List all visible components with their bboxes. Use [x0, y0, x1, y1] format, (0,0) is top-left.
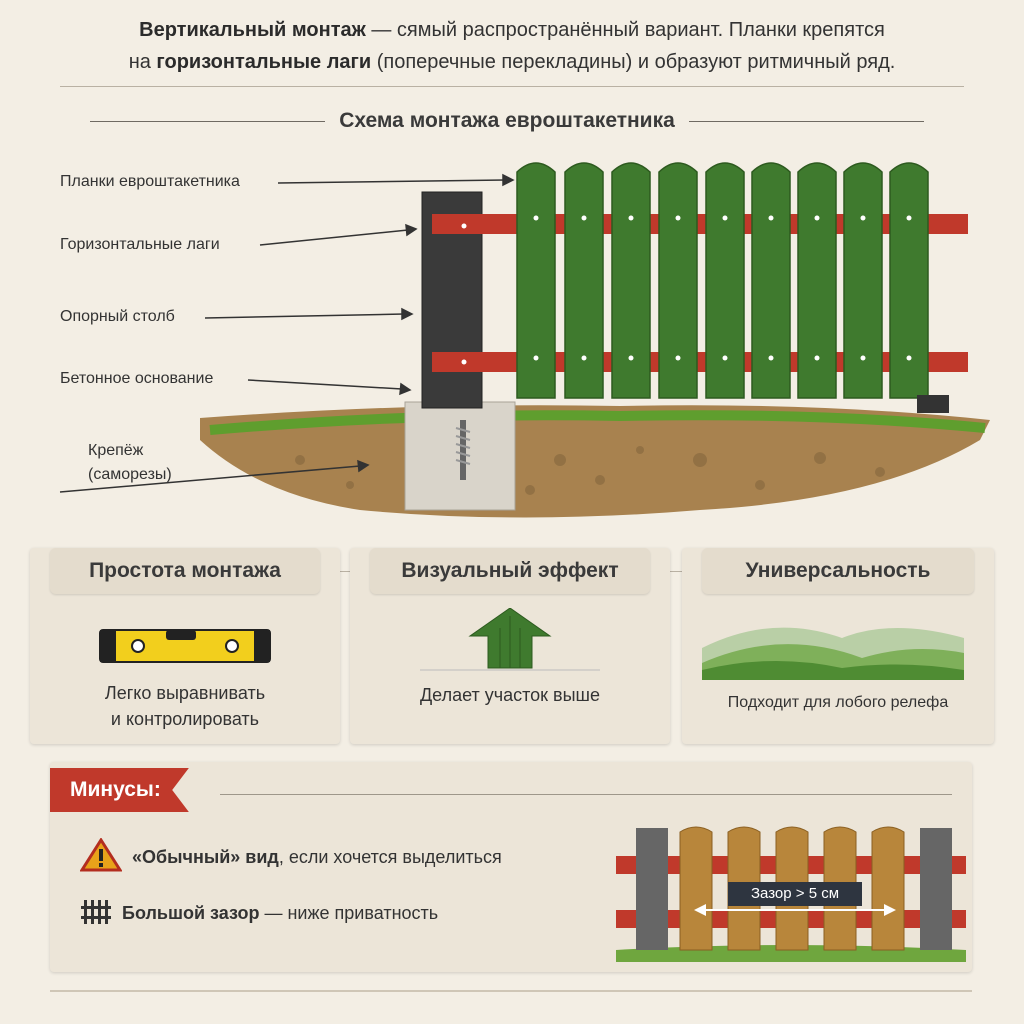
label-base: Бетонное основание: [60, 370, 214, 387]
divider: [220, 794, 952, 795]
wood-fence-illustration: Зазор > 5 см: [616, 822, 966, 962]
label-fastener-sub: (саморезы): [88, 466, 172, 483]
intro-bold-2: горизонтальные лаги: [156, 51, 372, 73]
fence-scheme-illustration: [59, 162, 990, 518]
cons-item1-bold: «Обычный» вид: [132, 847, 279, 867]
fence-icon: [80, 896, 112, 931]
intro-start-2: на: [128, 51, 157, 73]
card-text-1: Легко выравнивать: [104, 683, 266, 703]
cons-item-plain-look: «Обычный» вид, если хочется выделиться: [79, 837, 502, 877]
card-text-1: Делает участок выше: [419, 685, 601, 705]
fence-scheme: Планки евроштакетника Горизонтальные лаг…: [0, 140, 1024, 530]
label-planks: Планки евроштакетника: [60, 173, 240, 190]
cons-panel: Минусы: «Обычный» вид, если хочется выде…: [50, 762, 972, 972]
card-title: Простота монтажа: [50, 548, 320, 594]
card-text-2: и контролировать: [110, 709, 260, 729]
intro-text: Вертикальный монтаж — сямый распространё…: [40, 14, 984, 78]
divider: [90, 120, 326, 122]
scheme-title: Схема монтажа евроштакетника: [339, 109, 675, 132]
gap-label: Зазор > 5 см: [750, 885, 840, 902]
card-text-1: Подходит для лобого релефа: [727, 694, 949, 711]
cons-item-big-gap: Большой зазор — ниже приватность: [80, 896, 438, 931]
up-arrow-icon: [350, 607, 670, 698]
feature-card-visual: Визуальный эффект Делает участок выше: [350, 548, 670, 744]
scheme-title-row: Схема монтажа евроштакетника: [90, 106, 924, 136]
label-fastener: Крепёж: [88, 442, 144, 459]
feature-card-universal: Универсальность Подходит для лобого реле…: [682, 548, 994, 744]
card-title: Визуальный эффект: [370, 548, 650, 594]
divider: [50, 990, 972, 992]
warning-icon: [79, 837, 123, 877]
intro-bold-1: Вертикальный монтаж: [139, 19, 366, 41]
feature-card-installation: Простота монтажа Легко выравнивать и кон…: [30, 548, 340, 744]
intro-rest-1: — сямый распространённый вариант. Планки…: [365, 19, 885, 41]
intro-rest-2: (поперечные перекладины) и образуют ритм…: [371, 51, 896, 73]
hills-icon: [682, 608, 994, 698]
divider: [60, 86, 964, 87]
label-rails: Горизонтальные лаги: [60, 236, 220, 253]
label-post: Опорный столб: [60, 308, 175, 325]
cons-item1-rest: , если хочется выделиться: [278, 847, 502, 867]
level-icon: [30, 608, 340, 698]
divider: [688, 120, 924, 122]
cons-item2-bold: Большой зазор: [122, 903, 260, 923]
cons-badge: Минусы:: [50, 768, 189, 812]
card-title: Универсальность: [702, 548, 974, 594]
cons-item2-rest: — ниже приватность: [259, 903, 439, 923]
